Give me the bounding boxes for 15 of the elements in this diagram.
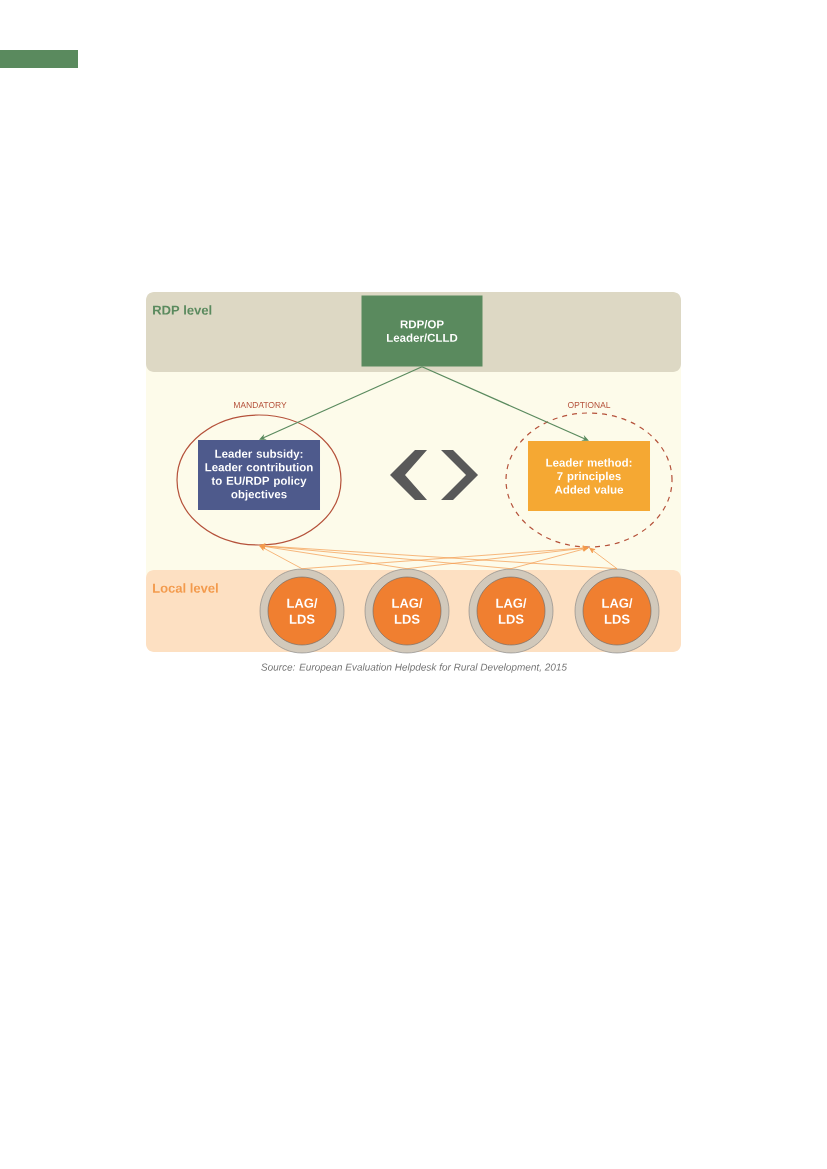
process-box: Leader subsidy: Leader contribution to EU/RDP policy objectives: [198, 440, 320, 510]
node-label: MANDATORY: [234, 402, 287, 409]
arrow: [259, 543, 618, 570]
arrow: [510, 546, 589, 570]
arrow: [406, 545, 589, 570]
node-label: OPTIONAL: [567, 402, 611, 409]
arrow: [259, 544, 408, 570]
arrow: [589, 547, 618, 570]
caption: Source: European Evaluation Helpdesk for Rural Development, 2015: [261, 663, 567, 673]
arrow: [421, 366, 589, 441]
arrow: [259, 545, 303, 570]
arrow: [259, 366, 423, 440]
process-box: RDP/OP Leader/CLLD: [361, 295, 483, 367]
arrow: [301, 545, 589, 570]
process-box: Leader method: 7 principles Added value: [528, 441, 650, 511]
